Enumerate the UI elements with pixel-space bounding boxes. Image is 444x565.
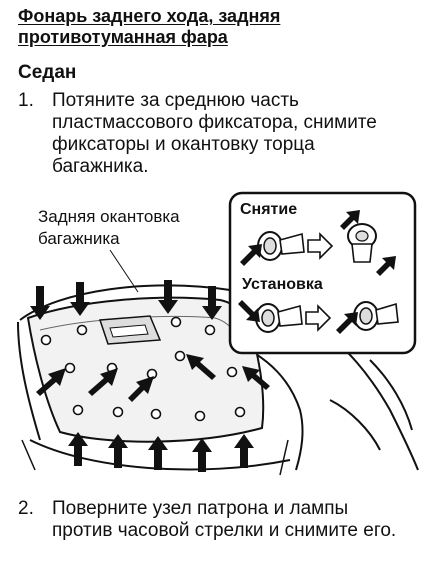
section-heading: Седан xyxy=(18,62,77,83)
clip-inset-box: Снятие Установка xyxy=(228,191,417,355)
removal-arrow-icon xyxy=(307,232,334,260)
step-number: 1. xyxy=(18,90,34,111)
removal-label: Снятие xyxy=(240,201,297,218)
instruction-step-2: 2. Поверните узел патрона и лампы против… xyxy=(18,498,438,548)
callout-label-line1: Задняя окантовка xyxy=(38,207,180,226)
clip-removal-before-icon xyxy=(240,231,305,266)
clip-install-before-icon xyxy=(238,300,303,333)
step-text: Поверните узел патрона и лампы против ча… xyxy=(52,498,397,541)
clip-install-after-icon xyxy=(336,301,399,334)
step-text: Потяните за среднюю часть пластмассового… xyxy=(52,90,377,177)
page-title: Фонарь заднего хода, задняя противотуман… xyxy=(18,6,281,47)
step-number: 2. xyxy=(18,498,34,519)
install-label: Установка xyxy=(242,276,323,293)
push-arrows xyxy=(30,280,270,472)
trunk-trim-illustration: Задняя окантовка багажника Снятие Устано… xyxy=(17,191,419,476)
callout-label-line2: багажника xyxy=(38,229,120,248)
instruction-step-1: 1. Потяните за среднюю часть пластмассов… xyxy=(18,90,428,180)
install-arrow-icon xyxy=(305,304,332,332)
callout-leader-line xyxy=(109,249,139,293)
clip-removal-after-icon xyxy=(340,210,396,276)
